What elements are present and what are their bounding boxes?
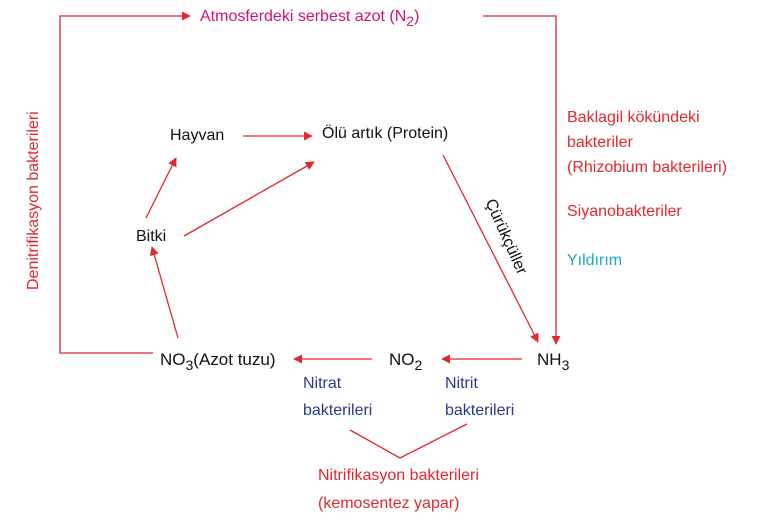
denitrification-arrow [59, 11, 191, 354]
no2-node: NO2 [389, 350, 423, 373]
no2-subscript: 2 [414, 357, 423, 373]
siyanobakteriler-label: Siyanobakteriler [567, 203, 682, 220]
no3-subscript: 3 [185, 357, 194, 373]
olu-artik-to-nh3-arrow [442, 154, 539, 343]
olu-artik-node: Ölü artık (Protein) [322, 125, 449, 142]
nitrifikasyon-label: Nitrifikasyon bakterileri (kemosentez ya… [318, 467, 479, 512]
denitrifikasyon-label: Denitrifikasyon bakterileri [25, 111, 42, 290]
bitki-to-hayvan-arrow [145, 157, 177, 219]
atmosphere-subscript: 2 [406, 13, 415, 29]
atmosphere-node: Atmosferdeki serbest azot (N2) [200, 8, 420, 29]
nitrit-bakterileri-label: Nitrit bakterileri [445, 375, 515, 419]
bitki-node: Bitki [136, 228, 167, 245]
fixation-arrow [483, 15, 561, 345]
hayvan-node: Hayvan [170, 127, 225, 144]
no3-to-bitki-arrow [149, 246, 179, 339]
yildirim-label: Yıldırım [567, 252, 623, 269]
nitrifikasyon-bracket [349, 423, 468, 459]
nitrat-bakterileri-label: Nitrat bakterileri [303, 375, 373, 419]
bitki-to-olu-artik-arrow [183, 161, 315, 237]
no3-node: NO3(Azot tuzu) [160, 350, 276, 373]
nh3-subscript: 3 [561, 357, 570, 373]
baklagil-label: Baklagil kökündeki bakteriler (Rhizobium… [567, 109, 728, 176]
nh3-node: NH3 [537, 350, 570, 373]
